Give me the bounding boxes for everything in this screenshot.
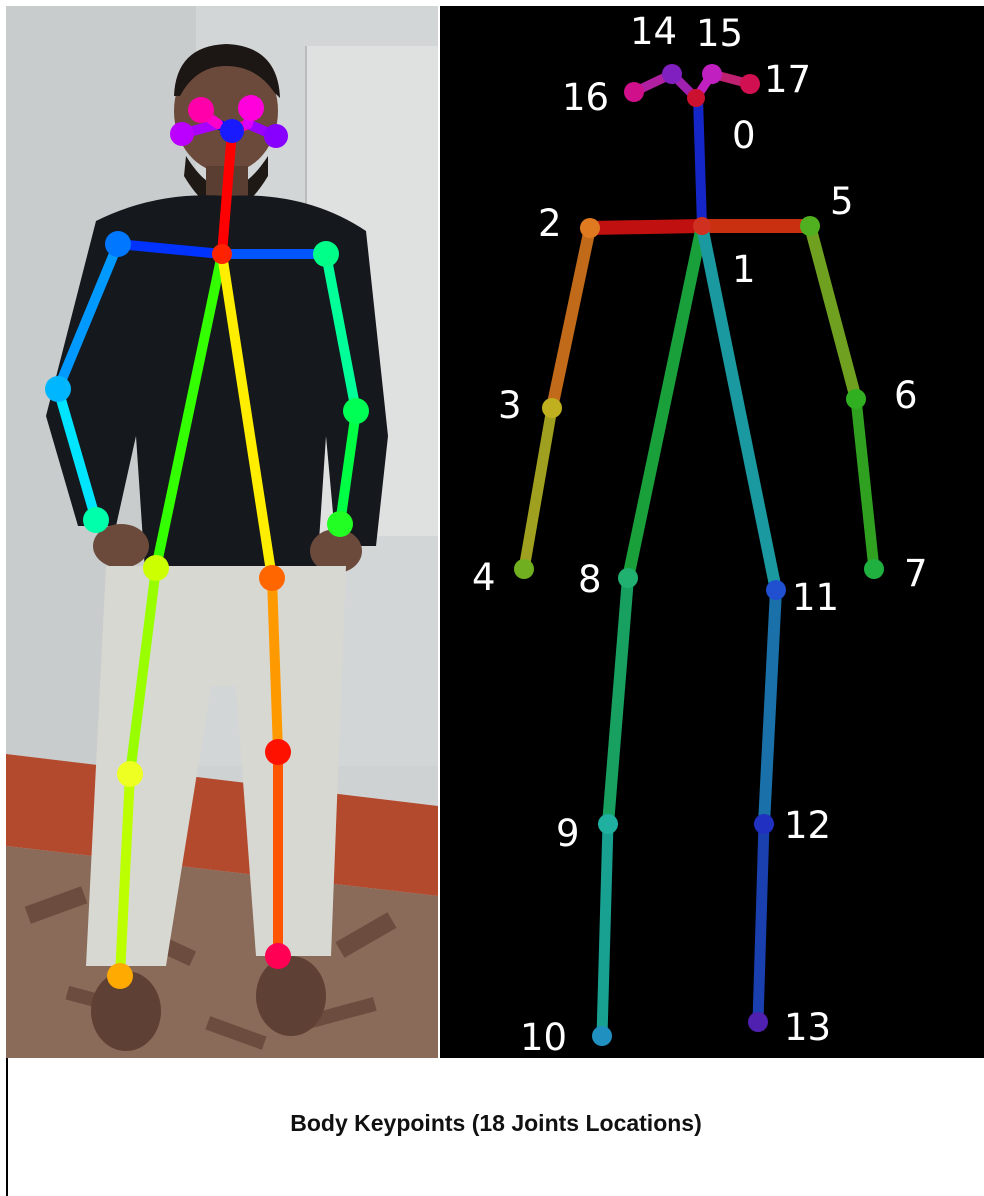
joint-11 xyxy=(766,580,786,600)
limb-5-6 xyxy=(810,226,856,399)
limb-11-12 xyxy=(764,590,776,824)
keypoint-label-7: 7 xyxy=(904,552,928,595)
limb-2-3 xyxy=(552,228,590,408)
joint-4 xyxy=(514,559,534,579)
limb-12-13 xyxy=(758,824,764,1022)
limb-3-4 xyxy=(524,408,552,569)
keypoint-label-16: 16 xyxy=(562,76,609,119)
joint-5 xyxy=(800,216,820,236)
joint-3 xyxy=(542,398,562,418)
keypoint-label-3: 3 xyxy=(498,384,522,427)
keypoint-label-8: 8 xyxy=(578,558,602,601)
keypoint-label-2: 2 xyxy=(538,202,562,245)
figure-caption: Body Keypoints (18 Joints Locations) xyxy=(8,1110,984,1137)
keypoint-label-5: 5 xyxy=(830,180,854,223)
keypoint-label-17: 17 xyxy=(764,58,811,101)
joint-17 xyxy=(740,74,760,94)
limb-1-8 xyxy=(628,226,702,578)
keypoint-label-6: 6 xyxy=(894,374,918,417)
limb-8-9 xyxy=(608,578,628,824)
joint-8 xyxy=(618,568,638,588)
joint-1 xyxy=(693,217,711,235)
keypoint-label-12: 12 xyxy=(784,804,831,847)
pose-photo-panel xyxy=(6,6,438,1058)
joint-14 xyxy=(662,64,682,84)
limb-9-10 xyxy=(602,824,608,1036)
joint-13 xyxy=(748,1012,768,1032)
joint-15 xyxy=(702,64,722,84)
caption-area: Body Keypoints (18 Joints Locations) xyxy=(6,1058,984,1196)
keypoint-label-4: 4 xyxy=(472,556,496,599)
limb-0-1 xyxy=(698,98,702,226)
joint-9 xyxy=(598,814,618,834)
joint-16 xyxy=(624,82,644,102)
keypoint-label-15: 15 xyxy=(696,12,743,55)
keypoint-label-0: 0 xyxy=(732,114,756,157)
pose-photo xyxy=(6,6,438,1058)
keypoint-label-13: 13 xyxy=(784,1006,831,1049)
joint-0 xyxy=(687,89,705,107)
limb-6-7 xyxy=(856,399,874,569)
joint-12 xyxy=(754,814,774,834)
keypoint-label-9: 9 xyxy=(556,812,580,855)
joint-7 xyxy=(864,559,884,579)
keypoint-label-10: 10 xyxy=(520,1016,567,1058)
joint-6 xyxy=(846,389,866,409)
skeleton-diagram: 0 1 2 3 4 5 6 7 8 9 10 11 12 13 14 15 16… xyxy=(440,6,984,1058)
skeleton-diagram-panel: 0 1 2 3 4 5 6 7 8 9 10 11 12 13 14 15 16… xyxy=(440,6,984,1058)
joint-10 xyxy=(592,1026,612,1046)
joint-2 xyxy=(580,218,600,238)
limb-1-2 xyxy=(590,226,702,228)
keypoint-label-14: 14 xyxy=(630,10,677,53)
keypoint-label-1: 1 xyxy=(732,248,756,291)
keypoint-label-11: 11 xyxy=(792,576,839,619)
